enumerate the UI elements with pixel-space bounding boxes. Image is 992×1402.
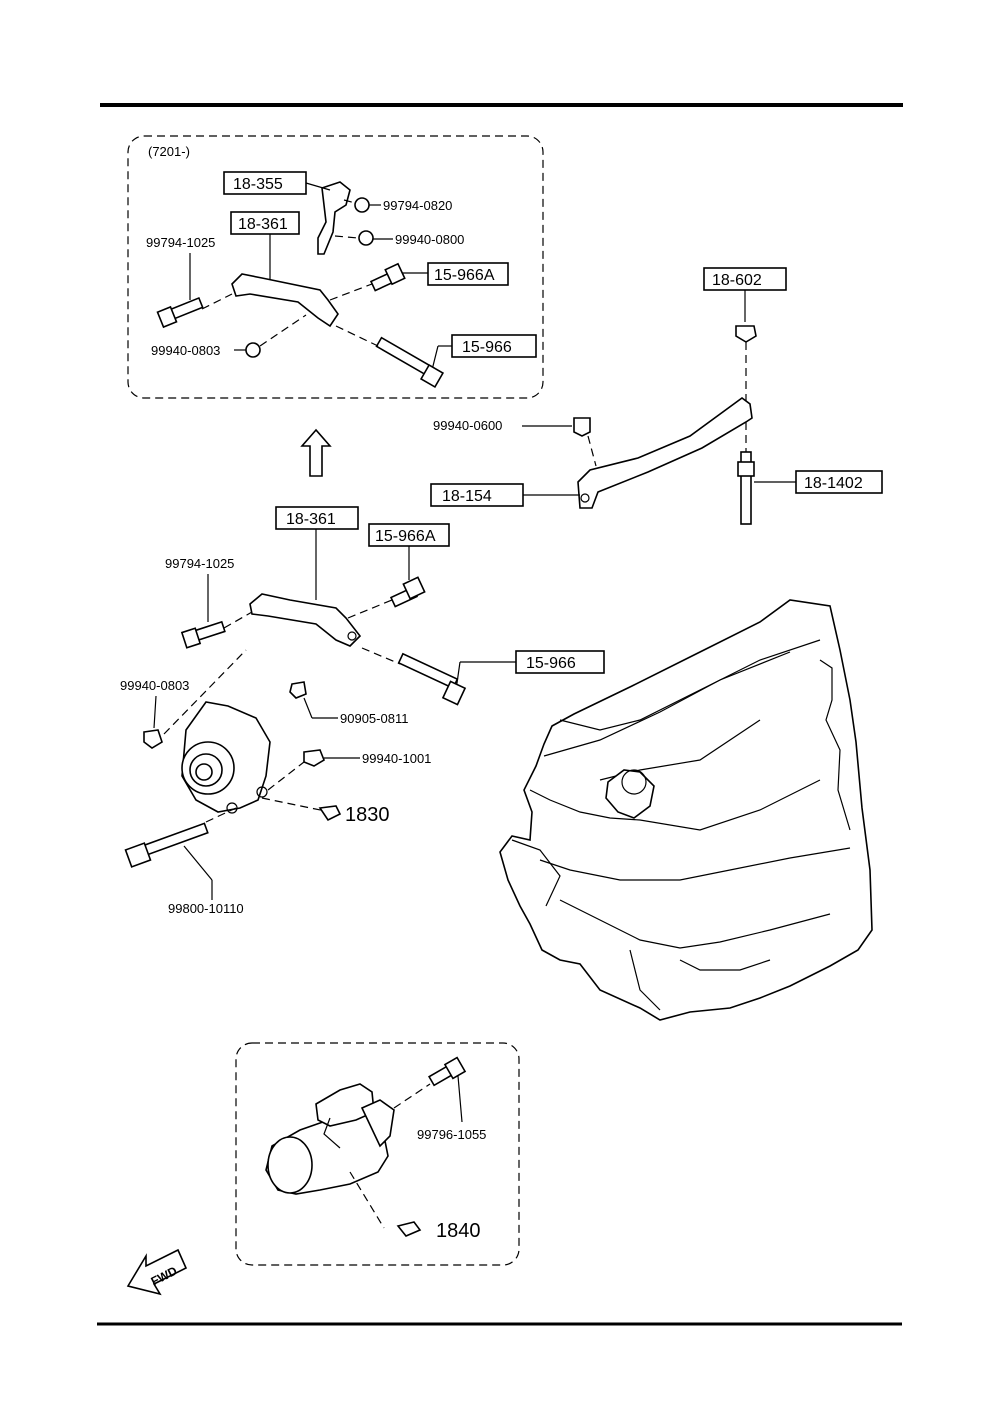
- inset-frame: [127, 135, 544, 399]
- starter-inset: 99796-1055 1840: [235, 1042, 520, 1266]
- label-1830: 1830: [345, 804, 390, 826]
- bolt-15-966-inset: [375, 336, 435, 378]
- label-99940-0803-inset: 99940-0803: [151, 343, 220, 358]
- label-15-966A-inset: 15-966A: [434, 267, 495, 284]
- starter-frame: [235, 1042, 520, 1266]
- label-18-154: 18-154: [442, 488, 492, 505]
- engine-block: [499, 599, 873, 1021]
- nut-99794-0820: [354, 197, 370, 213]
- label-1840: 1840: [436, 1220, 481, 1242]
- label-99800-10110: 99800-10110: [168, 901, 244, 916]
- label-15-966: 15-966: [526, 655, 576, 672]
- starter-1840: [265, 1083, 395, 1195]
- nut-99940-0803: [143, 729, 163, 749]
- reference-1830-icon: [318, 805, 342, 822]
- rail-18-154: [577, 397, 753, 509]
- bracket-18-361: [249, 593, 362, 647]
- glow-plug-group: 18-602 99940-0600 18-154 18-1402: [430, 267, 883, 525]
- reference-1840-icon: [396, 1221, 422, 1237]
- bolt-15-966: [397, 652, 459, 690]
- up-arrow-icon: [300, 428, 332, 477]
- bolt-99800-10110: [143, 822, 209, 856]
- label-99940-0800: 99940-0800: [395, 232, 464, 247]
- bolt-99794-1025: [194, 620, 226, 642]
- alternator-group: 18-361 15-966A 99794-1025 15-966 99940-0…: [120, 506, 605, 916]
- inset-variant-label: (7201-): [148, 144, 190, 159]
- label-box-18-361-inset[interactable]: [230, 211, 300, 235]
- nut-99940-0600: [573, 417, 591, 437]
- label-99940-1001: 99940-1001: [362, 751, 431, 766]
- nut-18-602: [735, 325, 757, 343]
- fwd-arrow-icon: FWD: [126, 1248, 188, 1296]
- glow-plug-18-1402: [740, 451, 752, 525]
- label-18-602: 18-602: [712, 272, 762, 289]
- washer-90905-0811: [289, 681, 307, 699]
- label-99794-1025: 99794-1025: [165, 556, 234, 571]
- label-18-361-inset: 18-361: [238, 216, 288, 233]
- label-99940-0803: 99940-0803: [120, 678, 189, 693]
- label-18-355: 18-355: [233, 176, 283, 193]
- label-box-15-966A-inset[interactable]: [427, 262, 509, 286]
- label-99794-1025-inset: 99794-1025: [146, 235, 215, 250]
- label-99794-0820: 99794-0820: [383, 198, 452, 213]
- bracket-18-355: [317, 181, 351, 255]
- label-15-966-inset: 15-966: [462, 339, 512, 356]
- inset-7201: (7201-) 18-355 99794-0820 18-361 99940-0…: [127, 135, 544, 399]
- label-box-18-361[interactable]: [275, 506, 359, 530]
- bracket-18-361-inset: [231, 273, 339, 328]
- alternator-1830: [181, 701, 271, 814]
- label-99796-1055: 99796-1055: [417, 1127, 486, 1142]
- label-15-966A: 15-966A: [375, 528, 436, 545]
- label-99940-0600: 99940-0600: [433, 418, 502, 433]
- label-18-1402: 18-1402: [804, 475, 863, 492]
- nut-99940-0803-inset: [245, 342, 261, 358]
- nut-99940-0800: [358, 230, 374, 246]
- nut-99940-1001: [303, 749, 325, 767]
- label-18-361: 18-361: [286, 511, 336, 528]
- label-90905-0811: 90905-0811: [340, 711, 408, 726]
